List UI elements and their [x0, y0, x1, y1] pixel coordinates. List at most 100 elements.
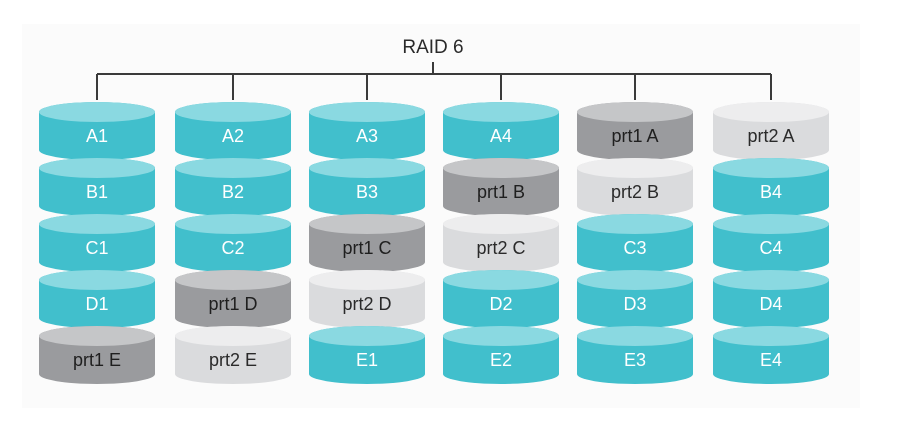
disk-block: B4	[713, 158, 829, 216]
disk-top	[175, 270, 291, 290]
disk-block: C2	[175, 214, 291, 272]
disk-top	[577, 214, 693, 234]
disk-top	[175, 326, 291, 346]
disk-block: prt1 A	[577, 102, 693, 160]
disk-block: prt1 E	[39, 326, 155, 384]
disk-label: D1	[85, 294, 108, 314]
disk-label: A4	[490, 126, 512, 146]
disk-label: E1	[356, 350, 378, 370]
disk-top	[309, 102, 425, 122]
disk-block: E2	[443, 326, 559, 384]
disk-block: A4	[443, 102, 559, 160]
disk-top	[443, 214, 559, 234]
disk-label: B3	[356, 182, 378, 202]
disk-top	[309, 270, 425, 290]
disk-label: prt2 A	[747, 126, 794, 146]
disk-top	[175, 214, 291, 234]
disk-block: D2	[443, 270, 559, 328]
disk-top	[39, 158, 155, 178]
disk-top	[39, 102, 155, 122]
disk-top	[577, 158, 693, 178]
disk-label: prt2 E	[209, 350, 257, 370]
disk-top	[39, 214, 155, 234]
disk-label: D2	[489, 294, 512, 314]
disk-block: prt1 D	[175, 270, 291, 328]
disk-top	[39, 270, 155, 290]
disk-block: A3	[309, 102, 425, 160]
disk-label: prt1 C	[342, 238, 391, 258]
disk-top	[443, 102, 559, 122]
disk-top	[39, 326, 155, 346]
disk-top	[577, 326, 693, 346]
diagram-title: RAID 6	[402, 37, 463, 58]
controller-connectors	[96, 62, 772, 100]
disk-block: prt2 B	[577, 158, 693, 216]
disk-label: prt1 E	[73, 350, 121, 370]
disk-block: E4	[713, 326, 829, 384]
disk-label: C3	[623, 238, 646, 258]
disk-block: prt2 A	[713, 102, 829, 160]
disk-block: prt2 C	[443, 214, 559, 272]
disk-label: B4	[760, 182, 782, 202]
disk-block: prt1 C	[309, 214, 425, 272]
disk-label: A1	[86, 126, 108, 146]
disk-label: C2	[221, 238, 244, 258]
disk-top	[713, 326, 829, 346]
disk-block: A1	[39, 102, 155, 160]
disk-top	[713, 158, 829, 178]
disk-label: E2	[490, 350, 512, 370]
disk-label: prt2 B	[611, 182, 659, 202]
disk-top	[175, 102, 291, 122]
disk-block: D1	[39, 270, 155, 328]
disk-block: C1	[39, 214, 155, 272]
disk-top	[577, 102, 693, 122]
disk-block: C4	[713, 214, 829, 272]
disk-label: prt1 A	[611, 126, 658, 146]
disk-top	[309, 158, 425, 178]
disk-label: prt1 B	[477, 182, 525, 202]
disk-label: E3	[624, 350, 646, 370]
disk-top	[713, 102, 829, 122]
disk-block: B1	[39, 158, 155, 216]
disk-label: A3	[356, 126, 378, 146]
disk-label: B2	[222, 182, 244, 202]
disk-label: C4	[759, 238, 782, 258]
disk-block: D4	[713, 270, 829, 328]
disk-label: D4	[759, 294, 782, 314]
disk-block: prt2 E	[175, 326, 291, 384]
disk-label: C1	[85, 238, 108, 258]
disk-block: E1	[309, 326, 425, 384]
disk-block: C3	[577, 214, 693, 272]
disk-top	[577, 270, 693, 290]
disk-top	[309, 214, 425, 234]
disk-label: prt2 D	[342, 294, 391, 314]
disk-label: A2	[222, 126, 244, 146]
disk-label: B1	[86, 182, 108, 202]
disk-label: D3	[623, 294, 646, 314]
disk-top	[309, 326, 425, 346]
disk-label: prt2 C	[476, 238, 525, 258]
disk-block: B3	[309, 158, 425, 216]
disk-top	[713, 270, 829, 290]
disk-label: E4	[760, 350, 782, 370]
disk-block: A2	[175, 102, 291, 160]
disk-top	[443, 158, 559, 178]
disk-block: prt1 B	[443, 158, 559, 216]
disk-label: prt1 D	[208, 294, 257, 314]
disk-block: E3	[577, 326, 693, 384]
disk-top	[443, 270, 559, 290]
disk-block: B2	[175, 158, 291, 216]
disk-top	[443, 326, 559, 346]
disk-top	[713, 214, 829, 234]
disk-block: D3	[577, 270, 693, 328]
disk-top	[175, 158, 291, 178]
